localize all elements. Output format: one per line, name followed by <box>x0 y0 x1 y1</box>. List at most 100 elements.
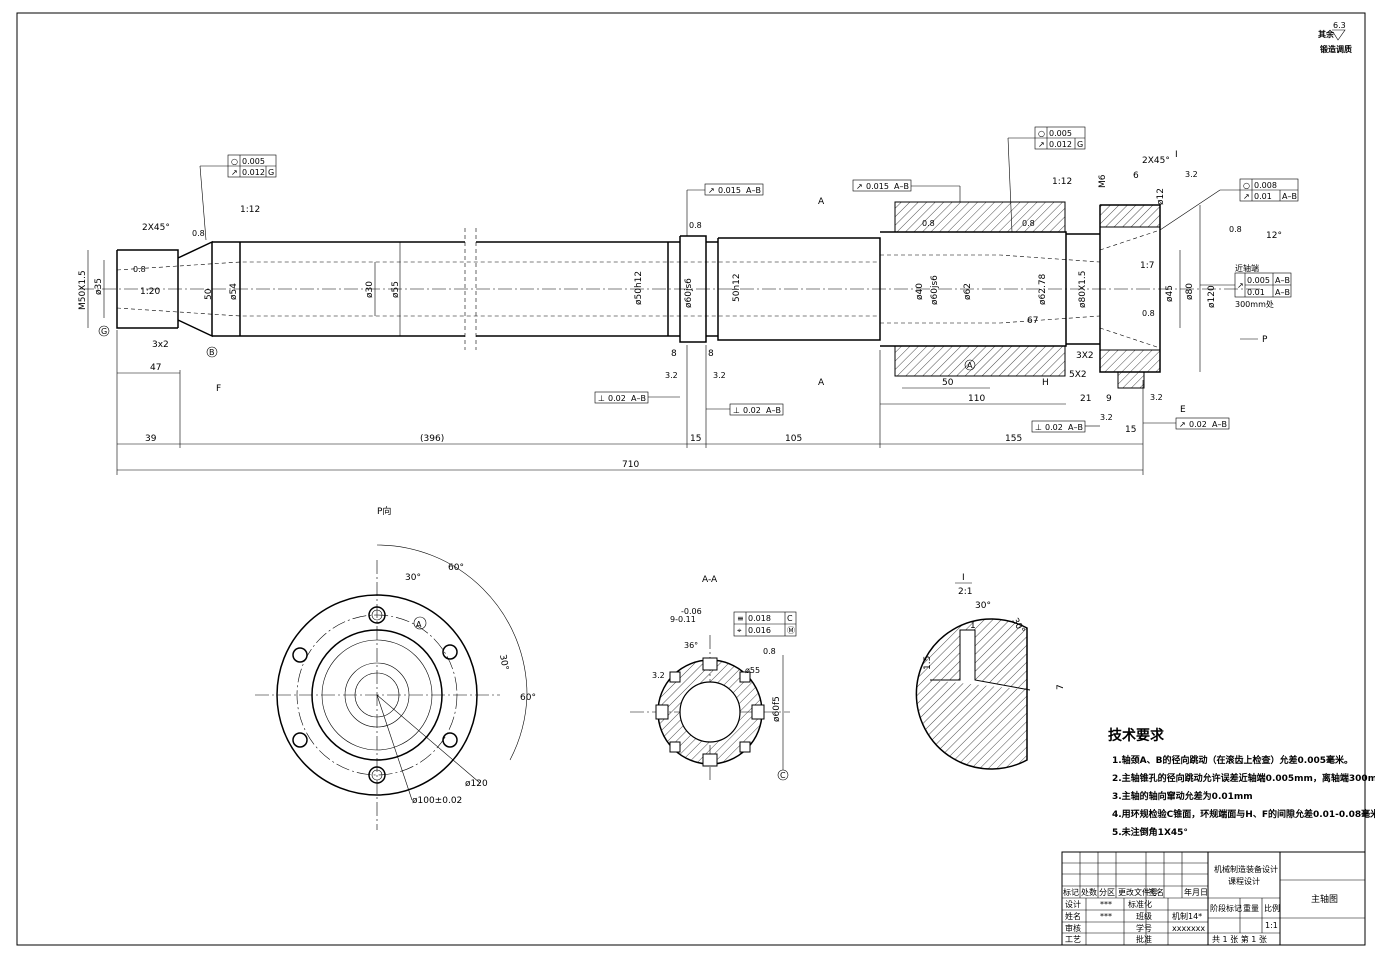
svg-text:0.01: 0.01 <box>1247 288 1265 297</box>
len-8b: 8 <box>708 349 714 359</box>
svg-text:姓名: 姓名 <box>1065 911 1081 921</box>
dia-60js6-b: ø60js6 <box>930 275 940 305</box>
svg-text:标准化: 标准化 <box>1128 899 1152 909</box>
aa-dia-55: ø55 <box>745 666 760 675</box>
dia-50: 50 <box>204 288 214 300</box>
hatch-flange-bottom <box>1099 349 1161 373</box>
p-view-circle-label: A <box>416 620 422 629</box>
aa-fcf: ≡ 0.018 C ⌖ 0.016 Ⓜ <box>733 611 797 637</box>
svg-text:课程设计: 课程设计 <box>1228 876 1260 886</box>
dia-62: ø62 <box>963 283 973 300</box>
svg-text:3.2: 3.2 <box>713 371 726 380</box>
len-50: 50 <box>942 378 954 388</box>
tech-item-5: 5.未注倒角1X45° <box>1112 826 1188 838</box>
svg-text:审核: 审核 <box>1065 923 1081 933</box>
fcf-top-mid: ↗ 0.015 A–B <box>686 183 764 236</box>
fcf-right2: 近轴端 ↗ 0.005 A–B 0.01 A–B 300mm处 <box>1200 263 1292 309</box>
bore-hidden-lines <box>116 229 1161 349</box>
fcf-top-mid2: ↗ 0.015 A–B <box>852 179 961 202</box>
label-h: H <box>1042 378 1049 388</box>
bolt-circle <box>296 614 458 776</box>
dia-30: ø30 <box>365 281 375 298</box>
hatch-key <box>1117 371 1145 389</box>
datum-letters: G B F A H E I P A A <box>98 150 1268 415</box>
svg-text:0.012: 0.012 <box>242 168 265 177</box>
dia-55: ø55 <box>391 281 401 298</box>
svg-text:近轴端: 近轴端 <box>1235 263 1259 273</box>
svg-text:标记: 标记 <box>1063 887 1079 897</box>
svg-text:共 1 张 第 1 张: 共 1 张 第 1 张 <box>1212 934 1267 944</box>
len-15b: 15 <box>1125 425 1136 435</box>
svg-text:↗: ↗ <box>1243 192 1250 201</box>
label-p: P <box>1262 335 1268 345</box>
detail-dim-1: 1 <box>970 621 976 631</box>
svg-text:⌖: ⌖ <box>737 626 742 635</box>
len-3X2: 3X2 <box>1076 351 1094 361</box>
svg-text:0.8: 0.8 <box>1142 309 1155 318</box>
svg-text:0.015: 0.015 <box>866 182 889 191</box>
len-5X2: 5X2 <box>1069 370 1087 380</box>
detail-angle-1: 30° <box>975 601 991 611</box>
p-dia-120: ø120 <box>465 779 488 789</box>
svg-text:A–B: A–B <box>746 186 761 195</box>
length-dimensions: 39 (396) 15 105 155 710 47 3x2 8 8 50 11… <box>116 156 1282 475</box>
aa-dia-60: ø60f5 <box>772 696 782 722</box>
fcf-bottom-4: ↗ 0.02 A–B <box>1143 417 1230 430</box>
svg-text:年月日: 年月日 <box>1184 887 1208 897</box>
svg-text:0.8: 0.8 <box>922 219 935 228</box>
len-396: (396) <box>420 434 444 444</box>
aa-spline-slots <box>655 657 765 767</box>
detail-dim-7: 7 <box>1056 684 1066 690</box>
fcf-right: ○ 0.008 ↗ 0.01 A–B <box>1159 178 1299 231</box>
fcf-bottom-3: ⊥ 0.02 A–B <box>1031 420 1100 433</box>
detail-dim-15: 1.5 <box>923 656 933 670</box>
dia-62-78: ø62.78 <box>1038 273 1048 305</box>
svg-text:3.2: 3.2 <box>665 371 678 380</box>
svg-text:0.8: 0.8 <box>1022 219 1035 228</box>
svg-text:主轴图: 主轴图 <box>1311 893 1338 905</box>
roughness-prefix: 其余 <box>1318 29 1335 39</box>
svg-text:处数: 处数 <box>1081 887 1097 897</box>
fcf-bottom-1: ⊥ 0.02 A–B <box>594 391 680 404</box>
svg-text:≡: ≡ <box>737 614 744 623</box>
svg-text:⊥: ⊥ <box>733 406 740 415</box>
hatch-bottom <box>894 345 1066 377</box>
svg-text:0.015: 0.015 <box>718 186 741 195</box>
tech-item-3: 3.主轴的轴向窜动允差为0.01mm <box>1112 790 1253 802</box>
svg-text:0.005: 0.005 <box>1247 276 1270 285</box>
aa-view: A-A 9-0.11 -0.06 36° ø55 ø60f5 3.2 C <box>630 575 797 781</box>
svg-text:0.02: 0.02 <box>1045 423 1063 432</box>
svg-text:A–B: A–B <box>894 182 909 191</box>
len-8a: 8 <box>671 349 677 359</box>
len-6: 6 <box>1133 171 1139 181</box>
svg-text:G: G <box>1077 140 1083 149</box>
svg-text:○: ○ <box>1243 181 1250 190</box>
flange-outer <box>276 594 478 796</box>
section-mark-bottom: A <box>818 378 825 388</box>
dia-60js6: ø60js6 <box>684 278 694 308</box>
dia-50h12: ø50h12 <box>634 271 644 305</box>
taper-mid: 1:12 <box>1052 177 1072 187</box>
svg-text:更改文件号: 更改文件号 <box>1118 887 1158 897</box>
aa-datum-c: C <box>780 771 786 780</box>
svg-text:↗: ↗ <box>856 182 863 191</box>
datum-g: G <box>101 327 107 336</box>
svg-text:0.8: 0.8 <box>689 221 702 230</box>
aa-title: A-A <box>702 575 718 585</box>
aa-tol-sup: -0.06 <box>681 607 702 616</box>
svg-text:1:1: 1:1 <box>1265 921 1278 930</box>
svg-text:↗: ↗ <box>708 186 715 195</box>
svg-text:C: C <box>787 614 793 623</box>
p-angle-60-top: 60° <box>448 563 464 573</box>
svg-text:0.8: 0.8 <box>133 265 146 274</box>
detail-scale: 2:1 <box>958 587 972 597</box>
svg-text:机制14*: 机制14* <box>1172 911 1202 921</box>
svg-text:***: *** <box>1100 912 1112 921</box>
aa-rough-32: 3.2 <box>652 671 665 680</box>
bolt-holes <box>292 606 458 784</box>
len-110: 110 <box>968 394 985 404</box>
dia-40: ø40 <box>915 283 925 300</box>
hatch-flange-top <box>1099 204 1161 228</box>
p-dia-100: ø100±0.02 <box>412 796 462 806</box>
